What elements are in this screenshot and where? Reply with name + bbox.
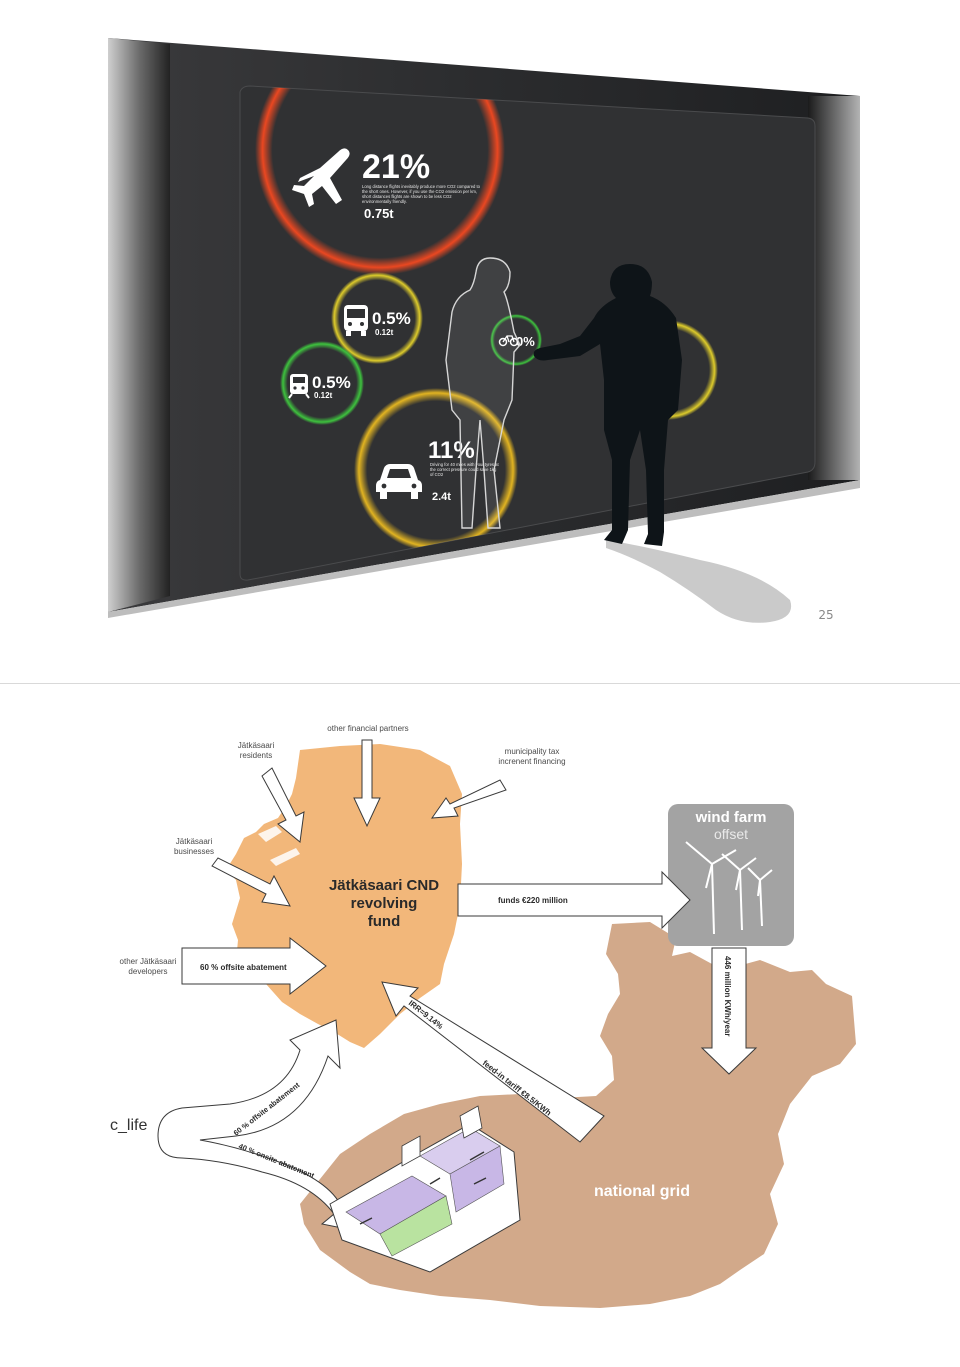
car-icon: [376, 464, 422, 499]
slide-interactive-wall: 21% Long distance flights inevitably pro…: [0, 38, 960, 684]
train-tonnes: 0.12t: [314, 391, 333, 400]
arrow-businesses: [211, 857, 291, 907]
label-municipality-2: increnent financing: [498, 757, 565, 766]
flight-percent: 21%: [362, 148, 430, 186]
interactive-wall-illustration: 21% Long distance flights inevitably pro…: [108, 38, 860, 623]
label-developers-2: developers: [128, 967, 167, 976]
bubble-bicycle-ring: [490, 314, 542, 366]
label-national-grid: national grid: [594, 1183, 690, 1200]
label-developers-1: other Jätkäsaari: [120, 957, 177, 966]
revolving-fund-diagram: wind farm offset: [100, 710, 860, 1350]
arrow-developers: [181, 936, 327, 996]
train-icon: [288, 374, 310, 399]
wind-turbine-icons: [685, 841, 773, 935]
arrow-feed-in: [381, 981, 605, 1143]
bicycle-icon: [498, 335, 519, 347]
label-residents-2: residents: [240, 751, 272, 760]
bubble-car-ring: [354, 388, 518, 552]
ghost-silhouette: [445, 257, 521, 529]
flight-description: Long distance flights inevitably produce…: [362, 184, 481, 204]
page-number: 25: [818, 608, 834, 622]
fund-title-2: revolving: [351, 895, 418, 912]
bus-percent: 0.5%: [372, 309, 411, 328]
diagram-arrows: [157, 739, 758, 1233]
label-kwh: 446 million KWh/year: [723, 956, 732, 1036]
car-percent: 11%: [428, 437, 475, 464]
label-residents-1: Jätkäsaari: [238, 741, 275, 750]
wall-left-edge: [108, 38, 170, 612]
man-silhouette: [533, 264, 682, 546]
wind-farm-offset: offset: [714, 826, 748, 842]
fund-title-1: Jätkäsaari CND: [329, 877, 439, 894]
train-percent: 0.5%: [312, 373, 351, 392]
bubble-bus-ring: [331, 272, 423, 364]
wall-right-edge: [808, 96, 860, 480]
label-financial-partners: other financial partners: [327, 724, 408, 733]
flight-tonnes: 0.75t: [364, 206, 394, 221]
floor-shadow: [606, 540, 792, 623]
flight-description-wrap: Long distance flights inevitably produce…: [362, 184, 481, 204]
area-notch: [258, 826, 300, 866]
wind-farm-box: [668, 804, 794, 946]
bubble-train-ring: [280, 341, 364, 425]
wind-farm-title: wind farm: [695, 809, 767, 826]
building-illustration: [329, 1105, 521, 1273]
label-businesses-2: businesses: [174, 847, 214, 856]
label-offsite-box: 60 % offsite abatement: [200, 963, 287, 972]
airplane-icon: [292, 148, 350, 207]
arrow-financial-partners: [353, 739, 381, 828]
arrow-kwh: [700, 947, 758, 1075]
arrow-residents: [261, 767, 305, 843]
car-description-wrap: Driving for 40 miles with your tyres at …: [430, 462, 499, 477]
slide-revolving-fund-diagram: wind farm offset: [0, 684, 960, 1367]
arrow-funds: [457, 870, 691, 930]
fund-title-3: fund: [368, 913, 400, 930]
label-businesses-1: Jätkäsaari: [176, 837, 213, 846]
bus-icon: [344, 305, 368, 336]
car-tonnes: 2.4t: [432, 491, 451, 503]
label-funds-amount: funds €220 million: [498, 896, 568, 905]
arrow-municipality: [430, 779, 507, 819]
car-description: Driving for 40 miles with your tyres at …: [430, 462, 499, 477]
label-c-life: c_life: [110, 1117, 147, 1134]
bus-tonnes: 0.12t: [375, 328, 394, 337]
label-municipality-1: municipality tax: [505, 747, 560, 756]
arrow-c-life: [157, 1019, 363, 1233]
bicycle-percent: 0%: [516, 334, 535, 349]
floor-line: [108, 480, 860, 618]
